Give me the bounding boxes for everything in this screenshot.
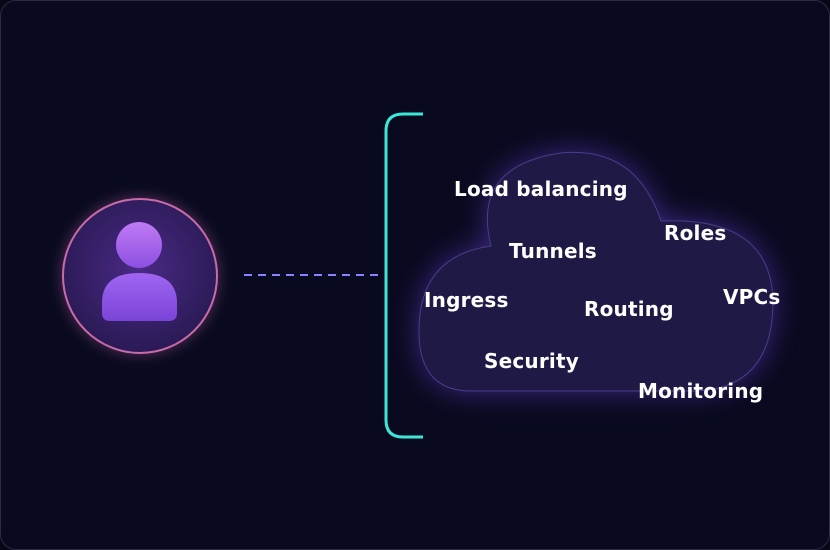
user-avatar-icon [60, 196, 220, 356]
cloud-label-security: Security [484, 349, 579, 373]
cloud-label-load-balancing: Load balancing [454, 177, 628, 201]
cloud-label-tunnels: Tunnels [509, 239, 597, 263]
cloud-label-routing: Routing [584, 297, 674, 321]
cloud-label-ingress: Ingress [424, 288, 509, 312]
cloud-label-monitoring: Monitoring [638, 379, 764, 403]
bracket-shape [384, 112, 423, 439]
person-body-shape [102, 273, 177, 321]
person-head-shape [116, 222, 162, 268]
cloud-icon [418, 151, 774, 392]
cloud-label-roles: Roles [664, 221, 727, 245]
cloud-label-vpcs: VPCs [723, 285, 781, 309]
